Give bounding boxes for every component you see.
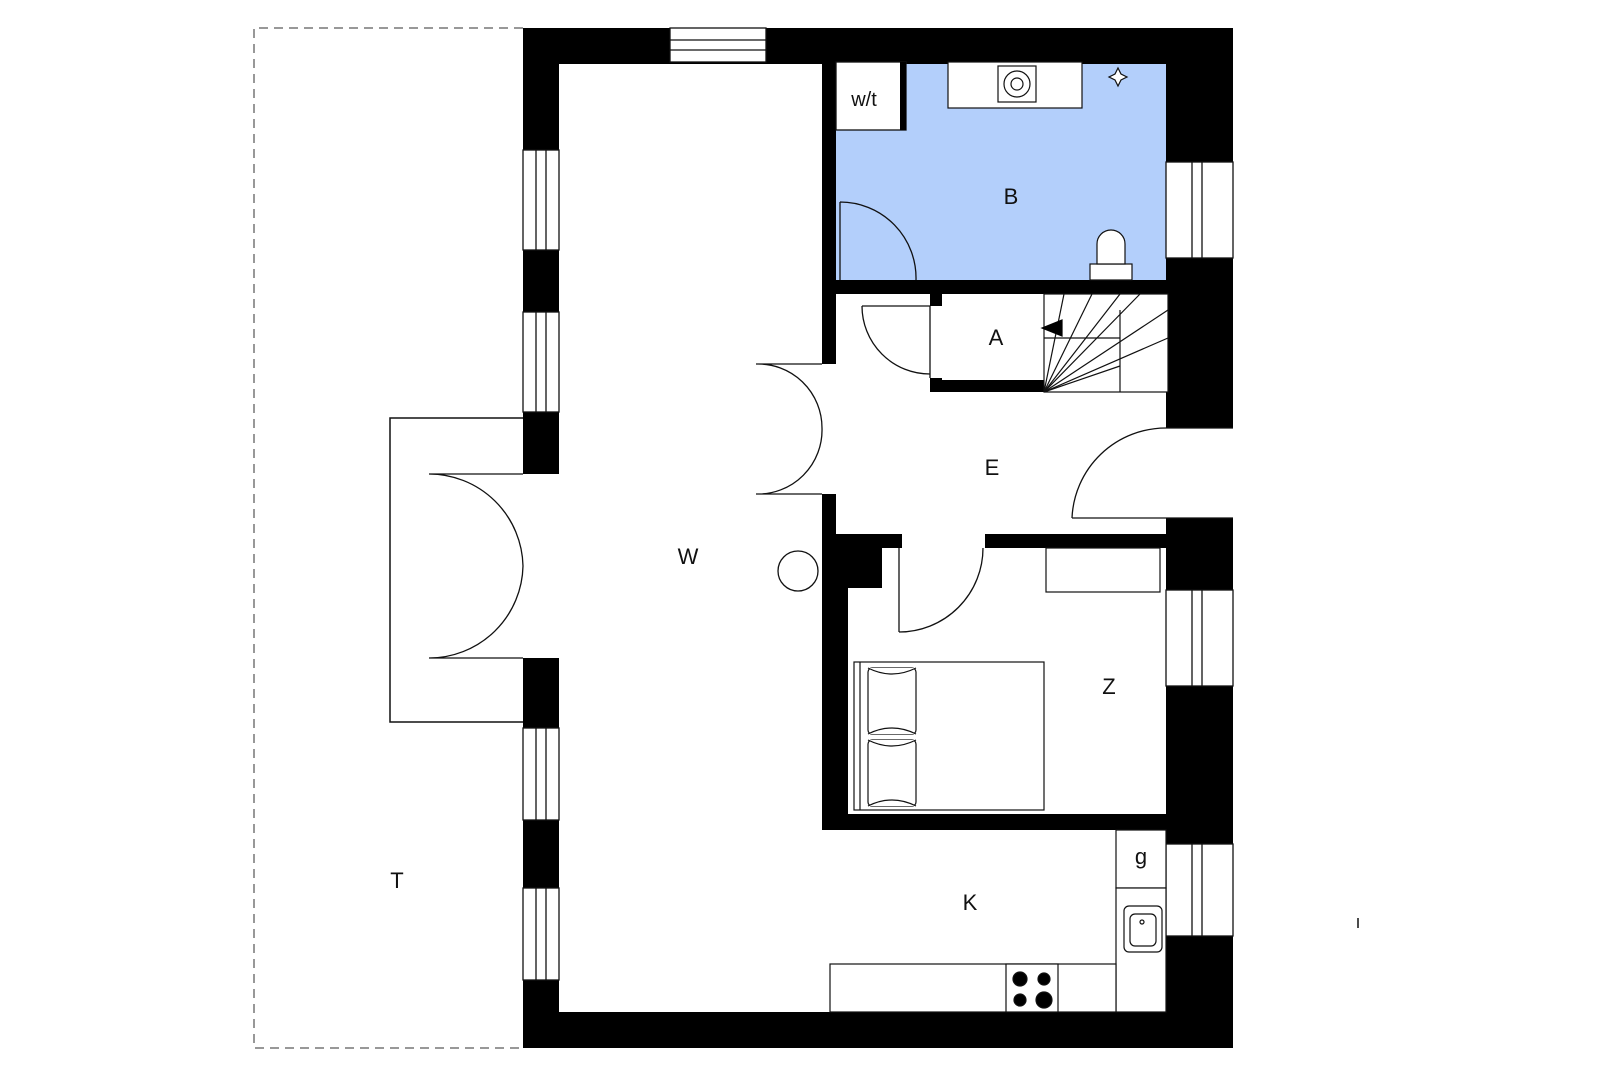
label-utility: A: [989, 325, 1004, 350]
staircase: [1040, 293, 1169, 393]
hob-4: [1035, 991, 1053, 1009]
label-bathroom: B: [1004, 184, 1019, 209]
living-door-lower: [755, 427, 823, 495]
kitchen-counter-bottom: [829, 963, 1117, 1013]
hob-3: [1013, 993, 1027, 1007]
doors: [428, 201, 1233, 659]
wt-cubicle: [835, 61, 907, 131]
bedroom-furniture: [853, 547, 1161, 811]
label-entrance: E: [985, 455, 1000, 480]
room-labels: T W B w/t A E Z K g: [390, 89, 1147, 915]
outer-walls: [523, 28, 1233, 1048]
wardrobe: [1045, 547, 1161, 593]
pillow-top: [867, 667, 917, 735]
stair-arrow-icon: [1040, 319, 1063, 337]
hob-2: [1037, 972, 1051, 986]
label-kitchen: K: [963, 890, 978, 915]
door-openings: [523, 428, 1233, 658]
sink: [1129, 913, 1157, 947]
label-toilet: w/t: [850, 89, 877, 111]
label-g-cabinet: g: [1135, 844, 1147, 869]
exterior-door-right: [1071, 427, 1233, 519]
label-terrace: T: [390, 868, 403, 893]
shower-icon: [1107, 66, 1129, 88]
hob-1: [1012, 971, 1028, 987]
round-column: [777, 550, 819, 592]
pillow-bottom: [867, 739, 917, 807]
porch-outline: [389, 417, 525, 723]
windows: [522, 27, 1234, 981]
g-cabinet: [1115, 829, 1167, 889]
bathroom-door: [839, 201, 917, 281]
toilet-tank: [1089, 263, 1133, 281]
terrace-door-lower: [428, 565, 524, 659]
living-door-upper: [755, 363, 823, 429]
terrace: [253, 27, 523, 1049]
interior-walls: [822, 62, 1168, 830]
utility-door: [861, 305, 931, 375]
terrace-door-upper: [428, 473, 524, 567]
label-bedroom: Z: [1102, 674, 1115, 699]
bathroom-fixtures: [947, 61, 1133, 281]
kitchen-fixtures: [829, 829, 1167, 1013]
toilet-bowl: [1096, 229, 1126, 265]
bedroom-door: [898, 547, 984, 633]
label-living: W: [678, 544, 699, 569]
